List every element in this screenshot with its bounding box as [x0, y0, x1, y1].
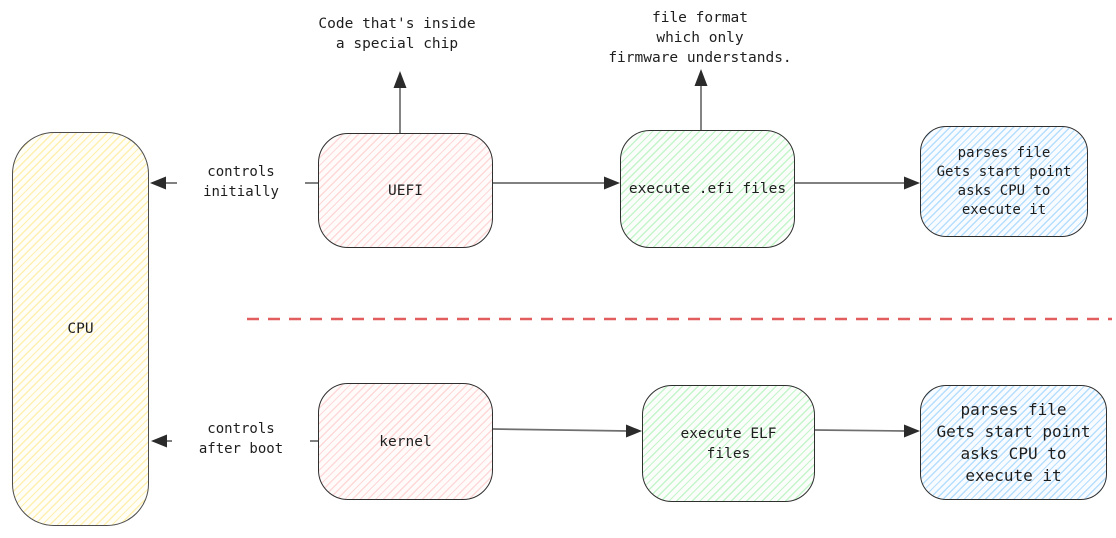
efi-annotation-line: which only — [656, 30, 744, 46]
cpu-label: CPU — [67, 321, 94, 337]
edge-label-line: controls — [207, 421, 275, 437]
arrow-uefi-to-note — [393, 71, 407, 133]
parses-top-line: execute it — [961, 201, 1047, 218]
parses-bottom-line: Gets start point — [936, 421, 1091, 441]
uefi-node: UEFI — [318, 133, 493, 248]
arrow-efi-to-parses-top — [795, 176, 920, 190]
arrow-efi-to-note — [694, 69, 708, 130]
edge-label-controls-after-boot: controls after boot — [172, 419, 310, 459]
execute-efi-node: execute .efi files — [620, 130, 795, 248]
parses-bottom-line: parses file — [960, 399, 1067, 419]
arrow-kernel-to-execute-elf — [492, 424, 642, 438]
parses-top-line: asks CPU to — [957, 182, 1051, 199]
kernel-label: kernel — [379, 433, 432, 450]
execute-elf-line: files — [706, 445, 751, 462]
uefi-annotation-line: a special chip — [335, 36, 459, 52]
uefi-annotation: Code that's inside a special chip — [277, 14, 517, 54]
parses-file-top-node: parses file Gets start point asks CPU to… — [920, 126, 1088, 237]
parses-top-line: Gets start point — [936, 163, 1072, 180]
parses-file-bottom-node: parses file Gets start point asks CPU to… — [920, 385, 1107, 500]
parses-bottom-line: execute it — [965, 465, 1062, 485]
efi-annotation-line: firmware understands. — [608, 50, 792, 66]
execute-elf-node: execute ELF files — [642, 385, 815, 502]
execute-elf-line: execute ELF — [680, 425, 777, 442]
edge-label-line: controls — [207, 164, 275, 180]
parses-top-line: parses file — [957, 144, 1051, 161]
edge-label-line: initially — [203, 184, 279, 200]
edge-label-line: after boot — [198, 441, 284, 457]
execute-efi-label: execute .efi files — [628, 181, 787, 197]
uefi-annotation-line: Code that's inside — [318, 16, 476, 32]
arrow-uefi-to-execute-efi — [493, 176, 620, 190]
kernel-node: kernel — [318, 383, 493, 500]
efi-annotation: file format which only firmware understa… — [580, 8, 820, 68]
uefi-label: UEFI — [388, 182, 423, 199]
arrow-elf-to-parses-bottom — [814, 424, 920, 438]
efi-annotation-line: file format — [651, 10, 749, 26]
cpu-node: CPU — [12, 132, 149, 526]
edge-label-controls-initially: controls initially — [177, 162, 305, 202]
parses-bottom-line: asks CPU to — [960, 443, 1067, 463]
